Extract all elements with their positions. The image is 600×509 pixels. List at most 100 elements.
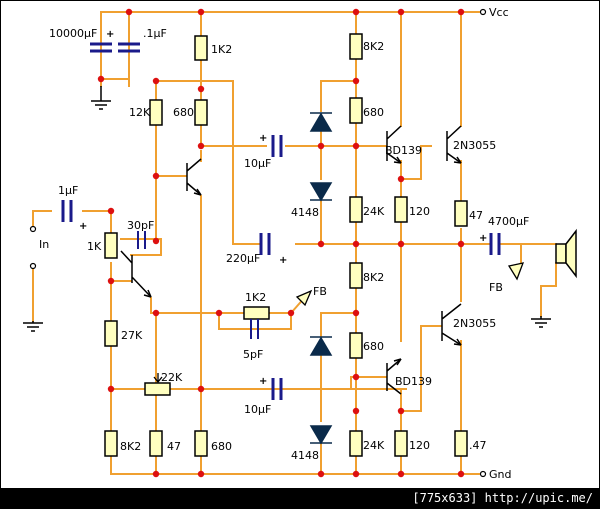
resistor-120-bot xyxy=(394,430,408,457)
res-label-47-left: 47 xyxy=(167,440,181,453)
transistors xyxy=(120,125,462,395)
gnd-label: Gnd xyxy=(489,468,511,481)
plus-mark: + xyxy=(79,221,87,232)
resistor-120-top xyxy=(394,196,408,223)
cap-label-220uf: 220µF xyxy=(226,252,260,265)
capacitor-5pf xyxy=(250,319,259,339)
res-label-12k: 12K xyxy=(129,106,151,119)
resistor-680-top xyxy=(194,99,208,126)
resistor-24k-top xyxy=(349,196,363,223)
res-label-120-bot: 120 xyxy=(409,439,430,452)
resistor-12k xyxy=(149,99,163,126)
capacitor-10000uf xyxy=(90,42,112,53)
res-label-8k2-left: 8K2 xyxy=(120,440,141,453)
speaker-icon xyxy=(555,228,577,279)
res-label-22k: 22K xyxy=(161,371,183,384)
resistor-680-mid-bot xyxy=(349,332,363,359)
resistor-47-top xyxy=(454,200,468,227)
transistor-bd139-top-icon xyxy=(386,125,402,164)
gnd-terminal-icon xyxy=(479,470,487,478)
res-label-680-bot: 680 xyxy=(211,440,232,453)
feedback-arrow-icon xyxy=(290,289,313,314)
cap-label-30pf: 30pF xyxy=(127,219,154,232)
res-label-24k-top: 24K xyxy=(363,205,385,218)
resistor-680-bot xyxy=(194,430,208,457)
capacitor-100nf xyxy=(118,42,140,53)
image-host-footer: [775x633] http://upic.me/ xyxy=(1,488,599,508)
diode-bot-upper-icon xyxy=(309,336,333,356)
plus-mark: + xyxy=(279,255,287,266)
resistor-1k2-fb xyxy=(243,306,270,320)
res-label-8k2-mid: 8K2 xyxy=(363,271,384,284)
res-label-8k2-mid-top: 8K2 xyxy=(363,40,384,53)
capacitor-1uf xyxy=(61,200,73,222)
res-label-680-mid-top: 680 xyxy=(363,106,384,119)
resistor-8k2-left xyxy=(104,430,118,457)
res-label-047-bot: .47 xyxy=(469,439,487,452)
res-label-24k-bot: 24K xyxy=(363,439,385,452)
resistor-22k xyxy=(144,382,171,396)
diode-label-bot: 4148 xyxy=(291,449,319,462)
cap-label-10uf-bot: 10µF xyxy=(244,403,271,416)
diode-label-top: 4148 xyxy=(291,206,319,219)
vcc-terminal-icon xyxy=(479,8,487,16)
resistor-1k xyxy=(104,232,118,259)
transistor-label-2n3055-top: 2N3055 xyxy=(453,139,496,152)
cap-label-4700uf: 4700µF xyxy=(488,215,529,228)
plus-mark: + xyxy=(106,29,114,40)
feedback-arrow-icon xyxy=(507,262,525,281)
plus-mark: + xyxy=(479,233,487,244)
cap-label-10uf-top: 10µF xyxy=(244,157,271,170)
cap-label-100nf: .1µF xyxy=(143,27,167,40)
res-label-27k: 27K xyxy=(121,329,143,342)
cap-label-10000uf: 10000µF xyxy=(49,27,97,40)
diodes xyxy=(309,112,333,445)
transistor-q2-icon xyxy=(120,250,152,298)
capacitor-4700uf xyxy=(489,233,501,255)
res-label-680-mid-bot: 680 xyxy=(363,340,384,353)
capacitor-220uf xyxy=(259,233,271,255)
transistor-label-bd139-top: BD139 xyxy=(385,144,422,157)
transistor-q1-icon xyxy=(186,158,202,196)
diode-bot-lower-icon xyxy=(309,425,333,445)
input-terminal-icon xyxy=(29,225,37,233)
resistor-47-left xyxy=(149,430,163,457)
transistor-label-bd139-bot: BD139 xyxy=(395,375,432,388)
resistor-1k2-top xyxy=(194,35,208,61)
res-label-1k2-fb: 1K2 xyxy=(245,291,266,304)
potentiometer-wiper-icon xyxy=(153,373,163,384)
capacitors xyxy=(61,42,501,400)
resistor-680-mid-top xyxy=(349,97,363,124)
feedback-label: FB xyxy=(489,281,503,294)
resistor-24k-bot xyxy=(349,430,363,457)
ground-icon xyxy=(23,86,551,332)
feedback-label: FB xyxy=(313,285,327,298)
input-label: In xyxy=(39,238,49,251)
transistor-label-2n3055-bot: 2N3055 xyxy=(453,317,496,330)
resistors xyxy=(104,33,468,457)
res-label-1k2-top: 1K2 xyxy=(211,43,232,56)
res-label-120-top: 120 xyxy=(409,205,430,218)
res-label-680-top: 680 xyxy=(173,106,194,119)
capacitor-10uf-bot xyxy=(271,378,283,400)
transistor-2n3055-bot-icon xyxy=(441,303,462,346)
transistor-2n3055-top-icon xyxy=(446,125,462,164)
junction-dots xyxy=(97,8,465,478)
transistor-bd139-bot-icon xyxy=(386,358,402,395)
capacitor-10uf-top xyxy=(271,135,283,157)
vcc-label: Vcc xyxy=(489,6,509,19)
cap-label-5pf: 5pF xyxy=(243,348,263,361)
cap-label-1uf: 1µF xyxy=(58,184,78,197)
plus-mark: + xyxy=(259,133,267,144)
terminals xyxy=(29,8,487,478)
amplifier-schematic: + + + + + + xyxy=(23,6,577,481)
capacitor-30pf xyxy=(137,231,146,249)
resistor-047-bot xyxy=(454,430,468,457)
res-label-1k: 1K xyxy=(87,240,102,253)
diode-top-lower-icon xyxy=(309,182,333,202)
plus-mark: + xyxy=(259,376,267,387)
resistor-27k xyxy=(104,320,118,347)
diode-top-upper-icon xyxy=(309,112,333,132)
resistor-8k2-mid xyxy=(349,262,363,289)
